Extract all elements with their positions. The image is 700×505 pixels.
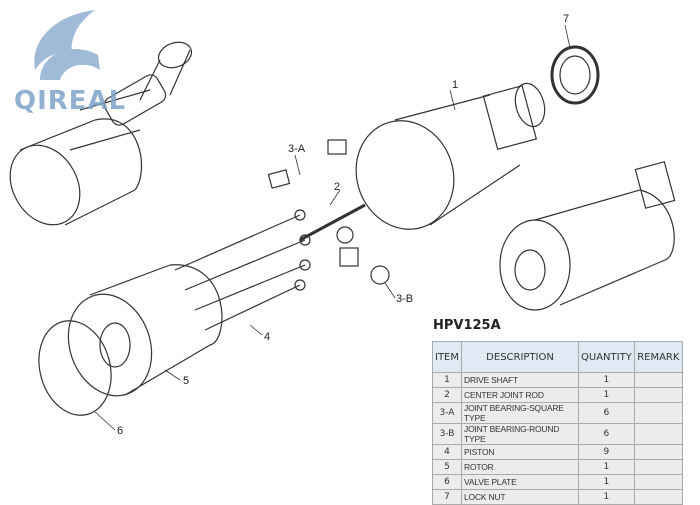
callout-4: 4 bbox=[264, 331, 270, 343]
cell-remark bbox=[633, 489, 683, 505]
cell-remark bbox=[633, 423, 683, 445]
cell-description: LOCK NUT bbox=[461, 489, 580, 505]
logo-gear-icon bbox=[34, 10, 100, 80]
joint-bearing-square bbox=[267, 169, 291, 189]
cell-item: 6 bbox=[431, 474, 463, 490]
shaft-assembly-topleft bbox=[9, 41, 193, 226]
cell-description: ROTOR bbox=[461, 459, 580, 475]
callout-2: 2 bbox=[334, 181, 340, 193]
cell-remark bbox=[633, 387, 683, 403]
cell-quantity: 1 bbox=[578, 474, 635, 490]
table-title: HPV125A bbox=[433, 318, 501, 333]
lock-nut-part bbox=[550, 45, 600, 105]
cell-item: 5 bbox=[431, 459, 463, 475]
callout-6: 6 bbox=[117, 425, 123, 437]
valve-plate-part bbox=[38, 320, 112, 416]
cell-description: JOINT BEARING-ROUND TYPE bbox=[461, 423, 580, 445]
cell-description: DRIVE SHAFT bbox=[461, 372, 580, 388]
cell-quantity: 1 bbox=[578, 387, 635, 403]
cell-description: VALVE PLATE bbox=[461, 474, 580, 490]
callout-3a: 3-A bbox=[288, 143, 306, 155]
cell-item: 7 bbox=[431, 489, 463, 505]
callout-5: 5 bbox=[183, 375, 189, 387]
callout-7: 7 bbox=[563, 13, 569, 25]
cell-item: 3-A bbox=[431, 402, 463, 424]
cell-description: PISTON bbox=[461, 444, 580, 460]
cell-quantity: 1 bbox=[578, 489, 635, 505]
header-item: ITEM bbox=[431, 341, 463, 373]
cell-description: CENTER JOINT ROD bbox=[461, 387, 580, 403]
cell-quantity: 1 bbox=[578, 372, 635, 388]
joint-bearing-round bbox=[370, 265, 390, 285]
callout-1: 1 bbox=[452, 79, 458, 91]
drive-shaft-part bbox=[355, 82, 546, 230]
cell-remark bbox=[633, 372, 683, 388]
header-quantity: QUANTITY bbox=[578, 341, 635, 373]
cell-remark bbox=[633, 474, 683, 490]
cell-quantity: 1 bbox=[578, 459, 635, 475]
rotor-part bbox=[67, 264, 223, 397]
callout-3b: 3-B bbox=[396, 293, 413, 305]
cell-item: 4 bbox=[431, 444, 463, 460]
table-header-row: ITEM DESCRIPTION QUANTITY REMARK bbox=[431, 341, 683, 373]
pistons-part bbox=[174, 209, 311, 331]
cell-item: 1 bbox=[431, 372, 463, 388]
cell-remark bbox=[633, 444, 683, 460]
logo: QIREAL bbox=[14, 86, 127, 116]
cell-remark bbox=[633, 459, 683, 475]
cell-description: JOINT BEARING-SQUARE TYPE bbox=[461, 402, 580, 424]
header-description: DESCRIPTION bbox=[461, 341, 580, 373]
cell-item: 2 bbox=[431, 387, 463, 403]
cell-quantity: 6 bbox=[578, 402, 635, 424]
center-joint-rod bbox=[299, 203, 366, 242]
cell-item: 3-B bbox=[431, 423, 463, 445]
cell-remark bbox=[633, 402, 683, 424]
pump-assembly-right bbox=[499, 161, 676, 311]
callout-labels: 1 2 3-A 3-B 4 5 6 7 bbox=[117, 13, 569, 437]
cell-quantity: 6 bbox=[578, 423, 635, 445]
header-remark: REMARK bbox=[633, 341, 683, 373]
cell-quantity: 9 bbox=[578, 444, 635, 460]
